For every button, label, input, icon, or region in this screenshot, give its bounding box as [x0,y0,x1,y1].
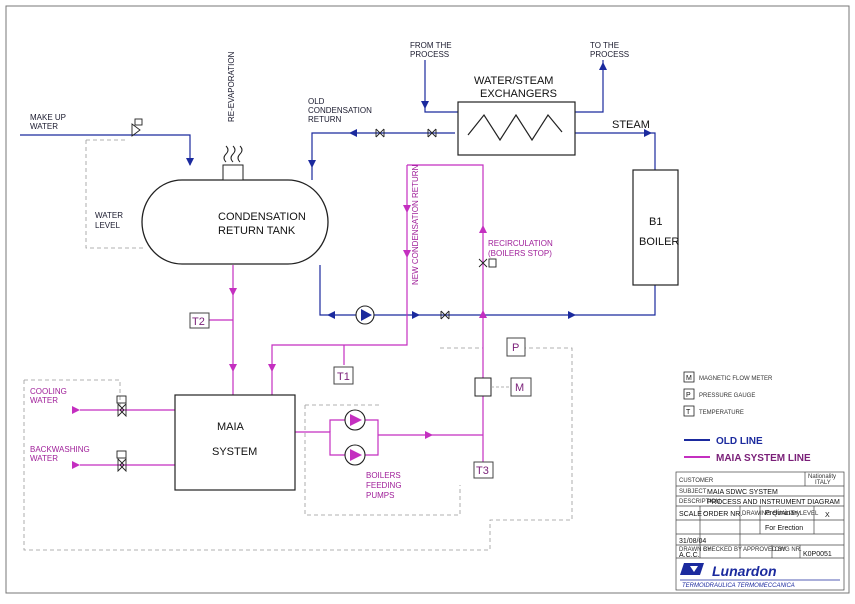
title-block [675,471,845,591]
cooling-water-label-2: WATER [30,396,58,405]
company-subtitle: TERMOIDRAULICA TERMOMECCANICA [682,583,795,589]
valves-old [131,118,450,320]
tb-nationality: Nationality [808,474,836,480]
magnetic-flow-meter [474,377,492,397]
tb-subject-label: SUBJECT [679,489,707,495]
tb-drawing-level: DRAWING QUALITY LEVEL [742,511,819,517]
legend-text-t: TEMPERATURE [699,410,744,416]
old-return-label-2: CONDENSATION [308,106,372,115]
boiler-label-1: B1 [649,216,662,228]
maia-label-1: MAIA [217,421,245,433]
legend-symbol-t: T [686,409,691,416]
re-evaporation-vent [222,164,244,181]
tb-order: ORDER NR. [703,511,742,518]
tb-status-1: Preliminary [765,510,801,517]
maia-label-2: SYSTEM [212,446,257,458]
m-label: M [515,382,524,394]
water-level-label-1: WATER [95,211,123,220]
tank-label-2: RETURN TANK [218,225,296,237]
water-level-label-2: LEVEL [95,221,120,230]
m-meter [510,377,532,397]
company-name: Lunardon [712,563,777,579]
re-evaporation-label: RE-EVAPORATION [227,51,236,122]
tb-subject: MAIA SDWC SYSTEM [707,489,778,496]
recirculation-label-1: RECIRCULATION [488,239,553,248]
old-line-arrows [186,62,652,319]
legend-text-p: PRESSURE GAUGE [699,393,755,399]
tb-checked-label: CHECKED BY [703,547,742,553]
condensation-return-tank [141,179,329,265]
new-return-label: NEW CONDENSATION RETURN [411,164,420,285]
legend-symbol-m: M [686,375,692,382]
t1-label: T1 [337,371,350,383]
cooling-water-label-1: COOLING [30,387,67,396]
sheet-border [5,5,850,594]
t2-sensor [189,312,210,329]
legend: M MAGNETIC FLOW METER P PRESSURE GAUGE T… [683,371,811,464]
exchanger-coil [467,113,563,142]
old-lines [20,60,656,316]
backwashing-water-label-1: BACKWASHING [30,445,90,454]
backwashing-water-label-2: WATER [30,454,58,463]
legend-old-line-label: OLD LINE [716,436,763,447]
boiler-label-2: BOILER [639,236,679,248]
maia-line-arrows [72,205,487,469]
legend-symbol-p: P [686,392,691,399]
t2-label: T2 [192,316,205,328]
tb-approved-label: APPROVED BY [743,547,786,553]
p-label: P [512,342,519,354]
title-block-text: Nationality ITALY CUSTOMER SUBJECT MAIA … [679,474,840,589]
valves-maia [116,258,497,473]
to-process-label-2: PROCESS [590,50,629,59]
feeding-pumps-label-2: FEEDING [366,481,402,490]
old-return-label-3: RETURN [308,115,342,124]
tank-label-1: CONDENSATION [218,211,306,223]
t1-sensor [333,366,354,385]
company-logo [680,563,704,575]
boiler-b1 [632,169,679,286]
to-process-label-1: TO THE [590,41,619,50]
tb-description: PROCESS AND INSTRUMENT DIAGRAM [707,499,840,506]
feeding-pump-1-arrow [350,414,362,426]
legend-maia-line-label: MAIA SYSTEM LINE [716,453,811,464]
t3-label: T3 [476,465,489,477]
tb-dwg-label: DWG NR. [775,547,802,553]
t3-sensor [473,461,494,479]
tb-customer-label: CUSTOMER [679,478,714,484]
tb-country: ITALY [815,480,831,486]
tb-dwg-no: K0P0051 [803,551,832,558]
tb-mark: X [825,512,830,519]
tb-scale: SCALE : [679,511,706,518]
make-up-water-label-2: WATER [30,122,58,131]
circulation-pump-arrow [361,309,372,321]
steam-label: STEAM [612,119,650,131]
from-process-label-1: FROM THE [410,41,452,50]
from-process-label-2: PROCESS [410,50,449,59]
tb-drawn-by: A.C.C. [679,552,700,559]
feeding-pumps-label-1: BOILERS [366,471,401,480]
tb-status-2: For Erection [765,525,803,532]
legend-text-m: MAGNETIC FLOW METER [699,376,773,382]
tb-date: 31/08/04 [679,538,706,545]
recirculation-label-2: (BOILERS STOP) [488,249,552,258]
exchangers-label-2: EXCHANGERS [480,88,557,100]
control-dashed-lines [23,139,573,551]
maia-system-box [174,394,296,491]
steam-wisps [223,145,243,163]
tb-description-label: DESCRIPTION [679,499,720,505]
water-steam-exchanger [457,101,576,156]
make-up-water-label-1: MAKE UP [30,113,66,122]
tb-drawn-label: DRAWN BY [679,547,711,553]
feeding-pump-2-arrow [350,449,362,461]
feeding-pumps-label-3: PUMPS [366,491,394,500]
p-gauge [506,337,526,357]
exchangers-label-1: WATER/STEAM [474,75,553,87]
old-return-label-1: OLD [308,97,325,106]
